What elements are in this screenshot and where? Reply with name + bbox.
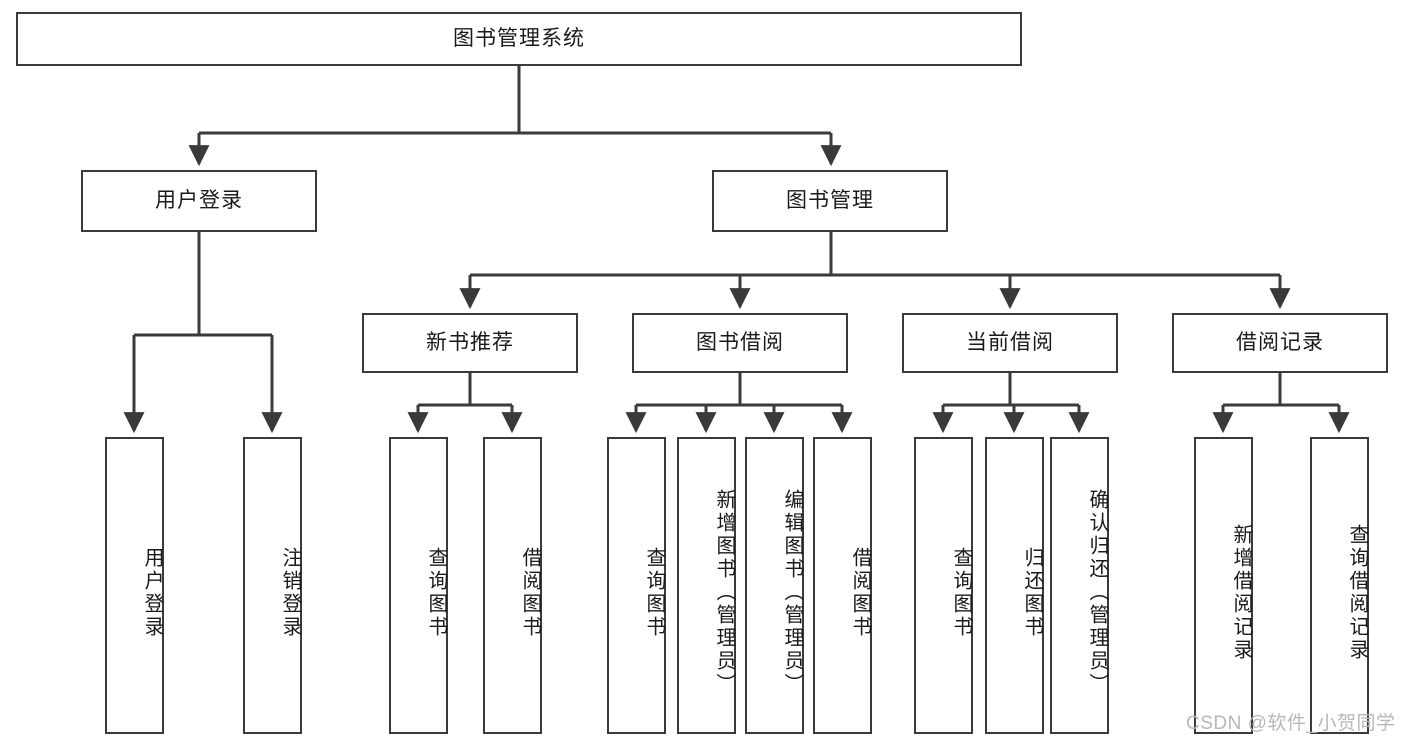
node-leaf-query-book-2-label: 查询图书 <box>643 546 665 639</box>
node-leaf-add-record[interactable]: 新增借阅记录 <box>1194 437 1253 734</box>
node-current-borrow[interactable]: 当前借阅 <box>902 313 1118 373</box>
node-leaf-query-record-label: 查询借阅记录 <box>1346 523 1368 662</box>
node-book-manage-label: 图书管理 <box>786 189 874 213</box>
node-new-book-recommend[interactable]: 新书推荐 <box>362 313 578 373</box>
node-book-borrow-label: 图书借阅 <box>696 331 784 355</box>
node-borrow-record-label: 借阅记录 <box>1236 331 1324 355</box>
node-leaf-edit-book-label: 编辑图书（管理员） <box>781 489 803 696</box>
node-leaf-query-book-2[interactable]: 查询图书 <box>607 437 666 734</box>
node-leaf-query-record[interactable]: 查询借阅记录 <box>1310 437 1369 734</box>
node-leaf-confirm-return[interactable]: 确认归还（管理员） <box>1050 437 1109 734</box>
node-borrow-record[interactable]: 借阅记录 <box>1172 313 1388 373</box>
node-leaf-query-book-1-label: 查询图书 <box>425 546 447 639</box>
node-leaf-query-book-1[interactable]: 查询图书 <box>389 437 448 734</box>
node-user-login[interactable]: 用户登录 <box>81 170 317 232</box>
node-leaf-query-book-3[interactable]: 查询图书 <box>914 437 973 734</box>
watermark-text: CSDN @软件_小贺同学 <box>1186 713 1396 734</box>
node-leaf-borrow-book-2-label: 借阅图书 <box>849 546 871 639</box>
node-new-book-recommend-label: 新书推荐 <box>426 331 514 355</box>
node-root-label: 图书管理系统 <box>453 27 585 51</box>
node-root[interactable]: 图书管理系统 <box>16 12 1022 66</box>
node-leaf-borrow-book-1[interactable]: 借阅图书 <box>483 437 542 734</box>
node-leaf-return-book[interactable]: 归还图书 <box>985 437 1044 734</box>
node-leaf-user-logout-label: 注销登录 <box>279 546 301 639</box>
node-leaf-query-book-3-label: 查询图书 <box>950 546 972 639</box>
node-leaf-user-login[interactable]: 用户登录 <box>105 437 164 734</box>
node-leaf-add-book-label: 新增图书（管理员） <box>713 489 735 696</box>
node-leaf-add-record-label: 新增借阅记录 <box>1230 523 1252 662</box>
node-leaf-add-book[interactable]: 新增图书（管理员） <box>677 437 736 734</box>
node-current-borrow-label: 当前借阅 <box>966 331 1054 355</box>
node-leaf-return-book-label: 归还图书 <box>1021 546 1043 639</box>
node-leaf-borrow-book-2[interactable]: 借阅图书 <box>813 437 872 734</box>
node-leaf-confirm-return-label: 确认归还（管理员） <box>1086 489 1108 696</box>
node-leaf-user-login-label: 用户登录 <box>141 546 163 639</box>
node-leaf-borrow-book-1-label: 借阅图书 <box>519 546 541 639</box>
node-user-login-label: 用户登录 <box>155 189 243 213</box>
node-book-borrow[interactable]: 图书借阅 <box>632 313 848 373</box>
node-leaf-user-logout[interactable]: 注销登录 <box>243 437 302 734</box>
node-leaf-edit-book[interactable]: 编辑图书（管理员） <box>745 437 804 734</box>
node-book-manage[interactable]: 图书管理 <box>712 170 948 232</box>
